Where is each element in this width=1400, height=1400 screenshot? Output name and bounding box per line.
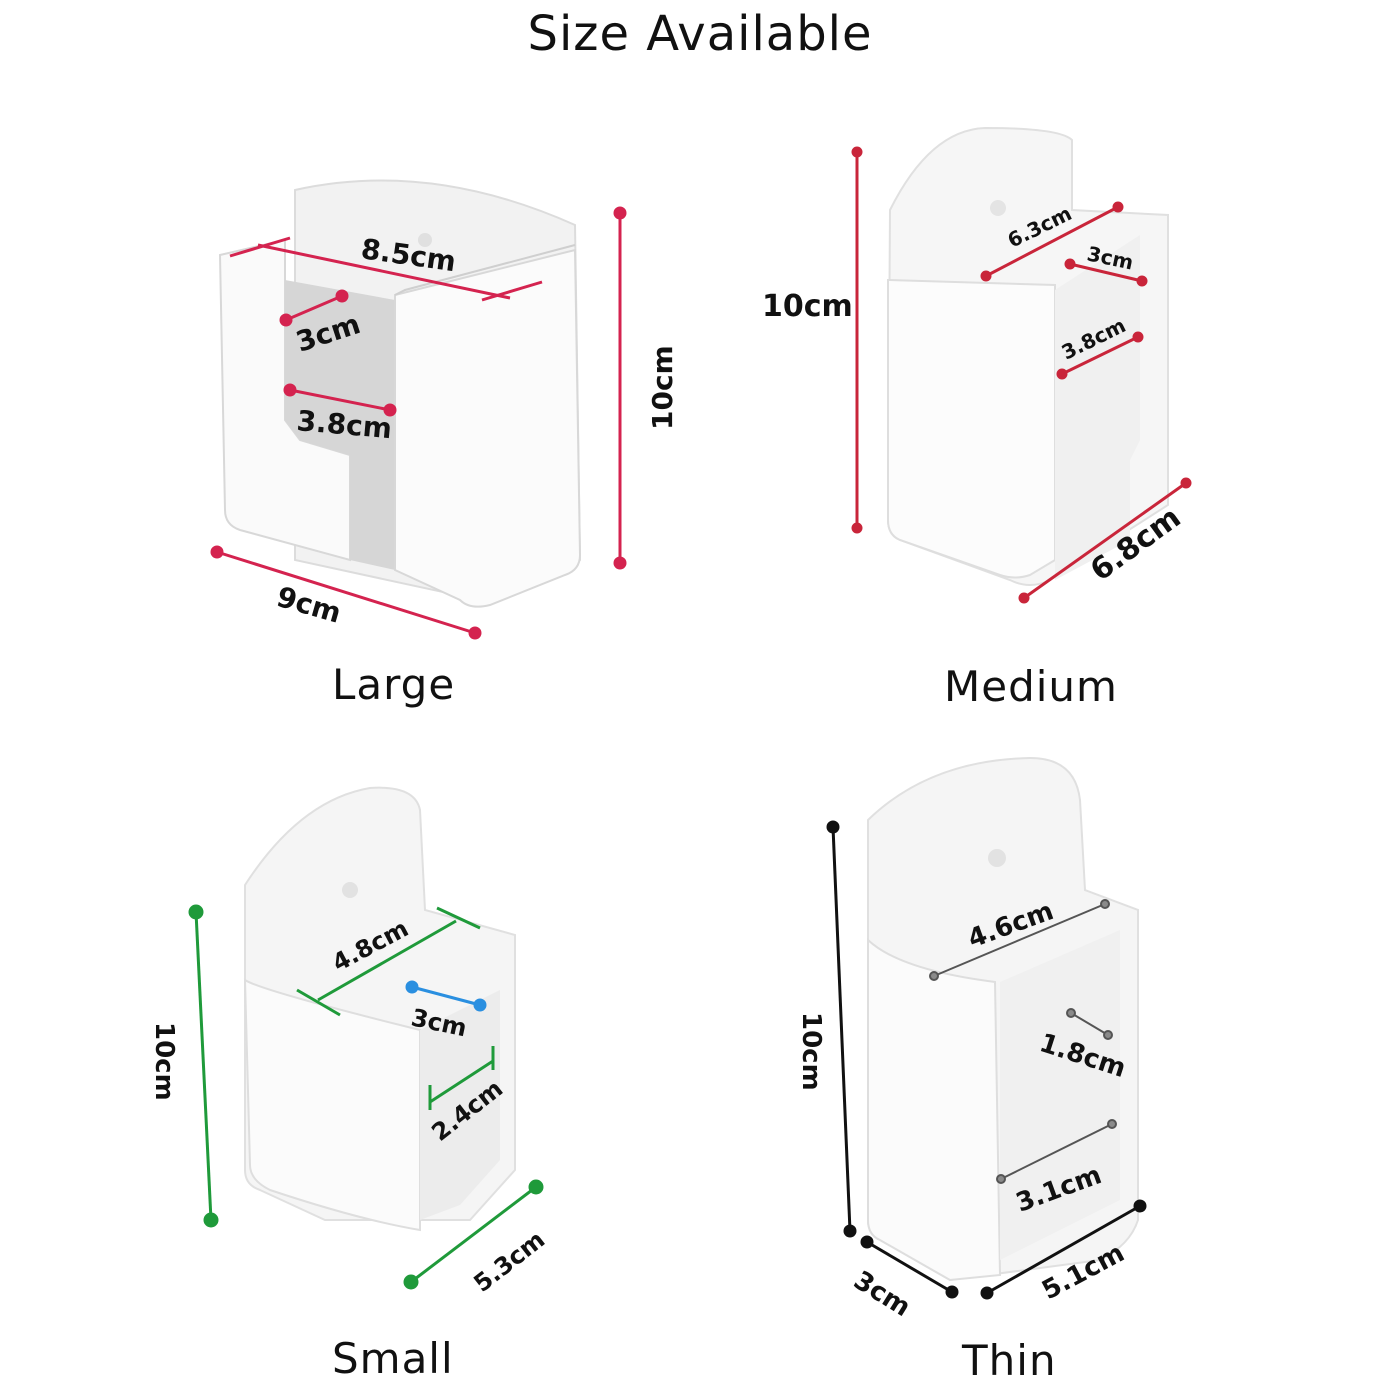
product-large: 8.5cm 3cm 3.8cm 10cm 9cm Large [0, 0, 700, 709]
medium-height-label: 10cm [762, 289, 853, 324]
large-holder-illustration [210, 179, 627, 640]
thin-base-depth-label: 3cm [848, 1265, 915, 1323]
medium-dimension-labels: 10cm 6.3cm 3cm 3.8cm 6.8cm [762, 201, 1187, 588]
large-slot-depth-label: 3cm [292, 307, 364, 359]
product-label-small: Small [332, 1334, 454, 1383]
medium-holder-illustration [851, 126, 1192, 604]
small-slot-width-label: 2.4cm [426, 1074, 508, 1146]
product-label-thin: Thin [962, 1336, 1057, 1385]
product-label-medium: Medium [944, 662, 1118, 711]
product-medium: 10cm 6.3cm 3cm 3.8cm 6.8cm Medium [700, 0, 1400, 711]
medium-slot-width-label: 3.8cm [1058, 313, 1130, 364]
thin-holder-illustration [826, 756, 1147, 1300]
small-dimension-lines [188, 904, 544, 1290]
large-dimension-lines [210, 206, 627, 640]
small-height-label: 10cm [149, 1022, 179, 1101]
product-label-large: Large [332, 660, 456, 709]
medium-top-width-label: 6.3cm [1004, 201, 1076, 252]
small-top-width-label: 4.8cm [328, 914, 413, 977]
small-holder-illustration [188, 786, 544, 1290]
medium-dimension-lines [851, 146, 1192, 604]
medium-base-depth-label: 6.8cm [1084, 500, 1187, 588]
large-dimension-labels: 8.5cm 3cm 3.8cm 10cm 9cm [273, 232, 679, 630]
large-slot-width-label: 3.8cm [295, 404, 393, 445]
thin-slot-depth-label: 1.8cm [1036, 1028, 1129, 1084]
small-base-width-label: 5.3cm [468, 1225, 550, 1297]
thin-base-width-label: 5.1cm [1037, 1238, 1129, 1306]
small-dimension-labels: 10cm 4.8cm 3cm 2.4cm 5.3cm [149, 914, 550, 1298]
large-top-width-label: 8.5cm [359, 232, 458, 278]
medium-slot-depth-label: 3cm [1085, 241, 1136, 274]
product-small: 10cm 4.8cm 3cm 2.4cm 5.3cm Small [0, 700, 700, 1400]
small-slot-depth-label: 3cm [409, 1003, 470, 1042]
thin-height-label: 10cm [796, 1012, 826, 1091]
large-height-label: 10cm [646, 345, 679, 430]
product-thin: 10cm 4.6cm 1.8cm 3.1cm 3cm 5.1cm Thin [700, 700, 1400, 1400]
thin-dimension-labels: 10cm 4.6cm 1.8cm 3.1cm 3cm 5.1cm [796, 896, 1129, 1323]
small-accent-line [405, 980, 487, 1012]
thin-inner-lines [929, 899, 1117, 1184]
thin-slot-width-label: 3.1cm [1012, 1160, 1105, 1218]
thin-top-width-label: 4.6cm [964, 896, 1057, 954]
large-base-width-label: 9cm [273, 580, 345, 630]
page-title: Size Available [527, 6, 873, 62]
thin-dimension-lines [826, 820, 1147, 1300]
